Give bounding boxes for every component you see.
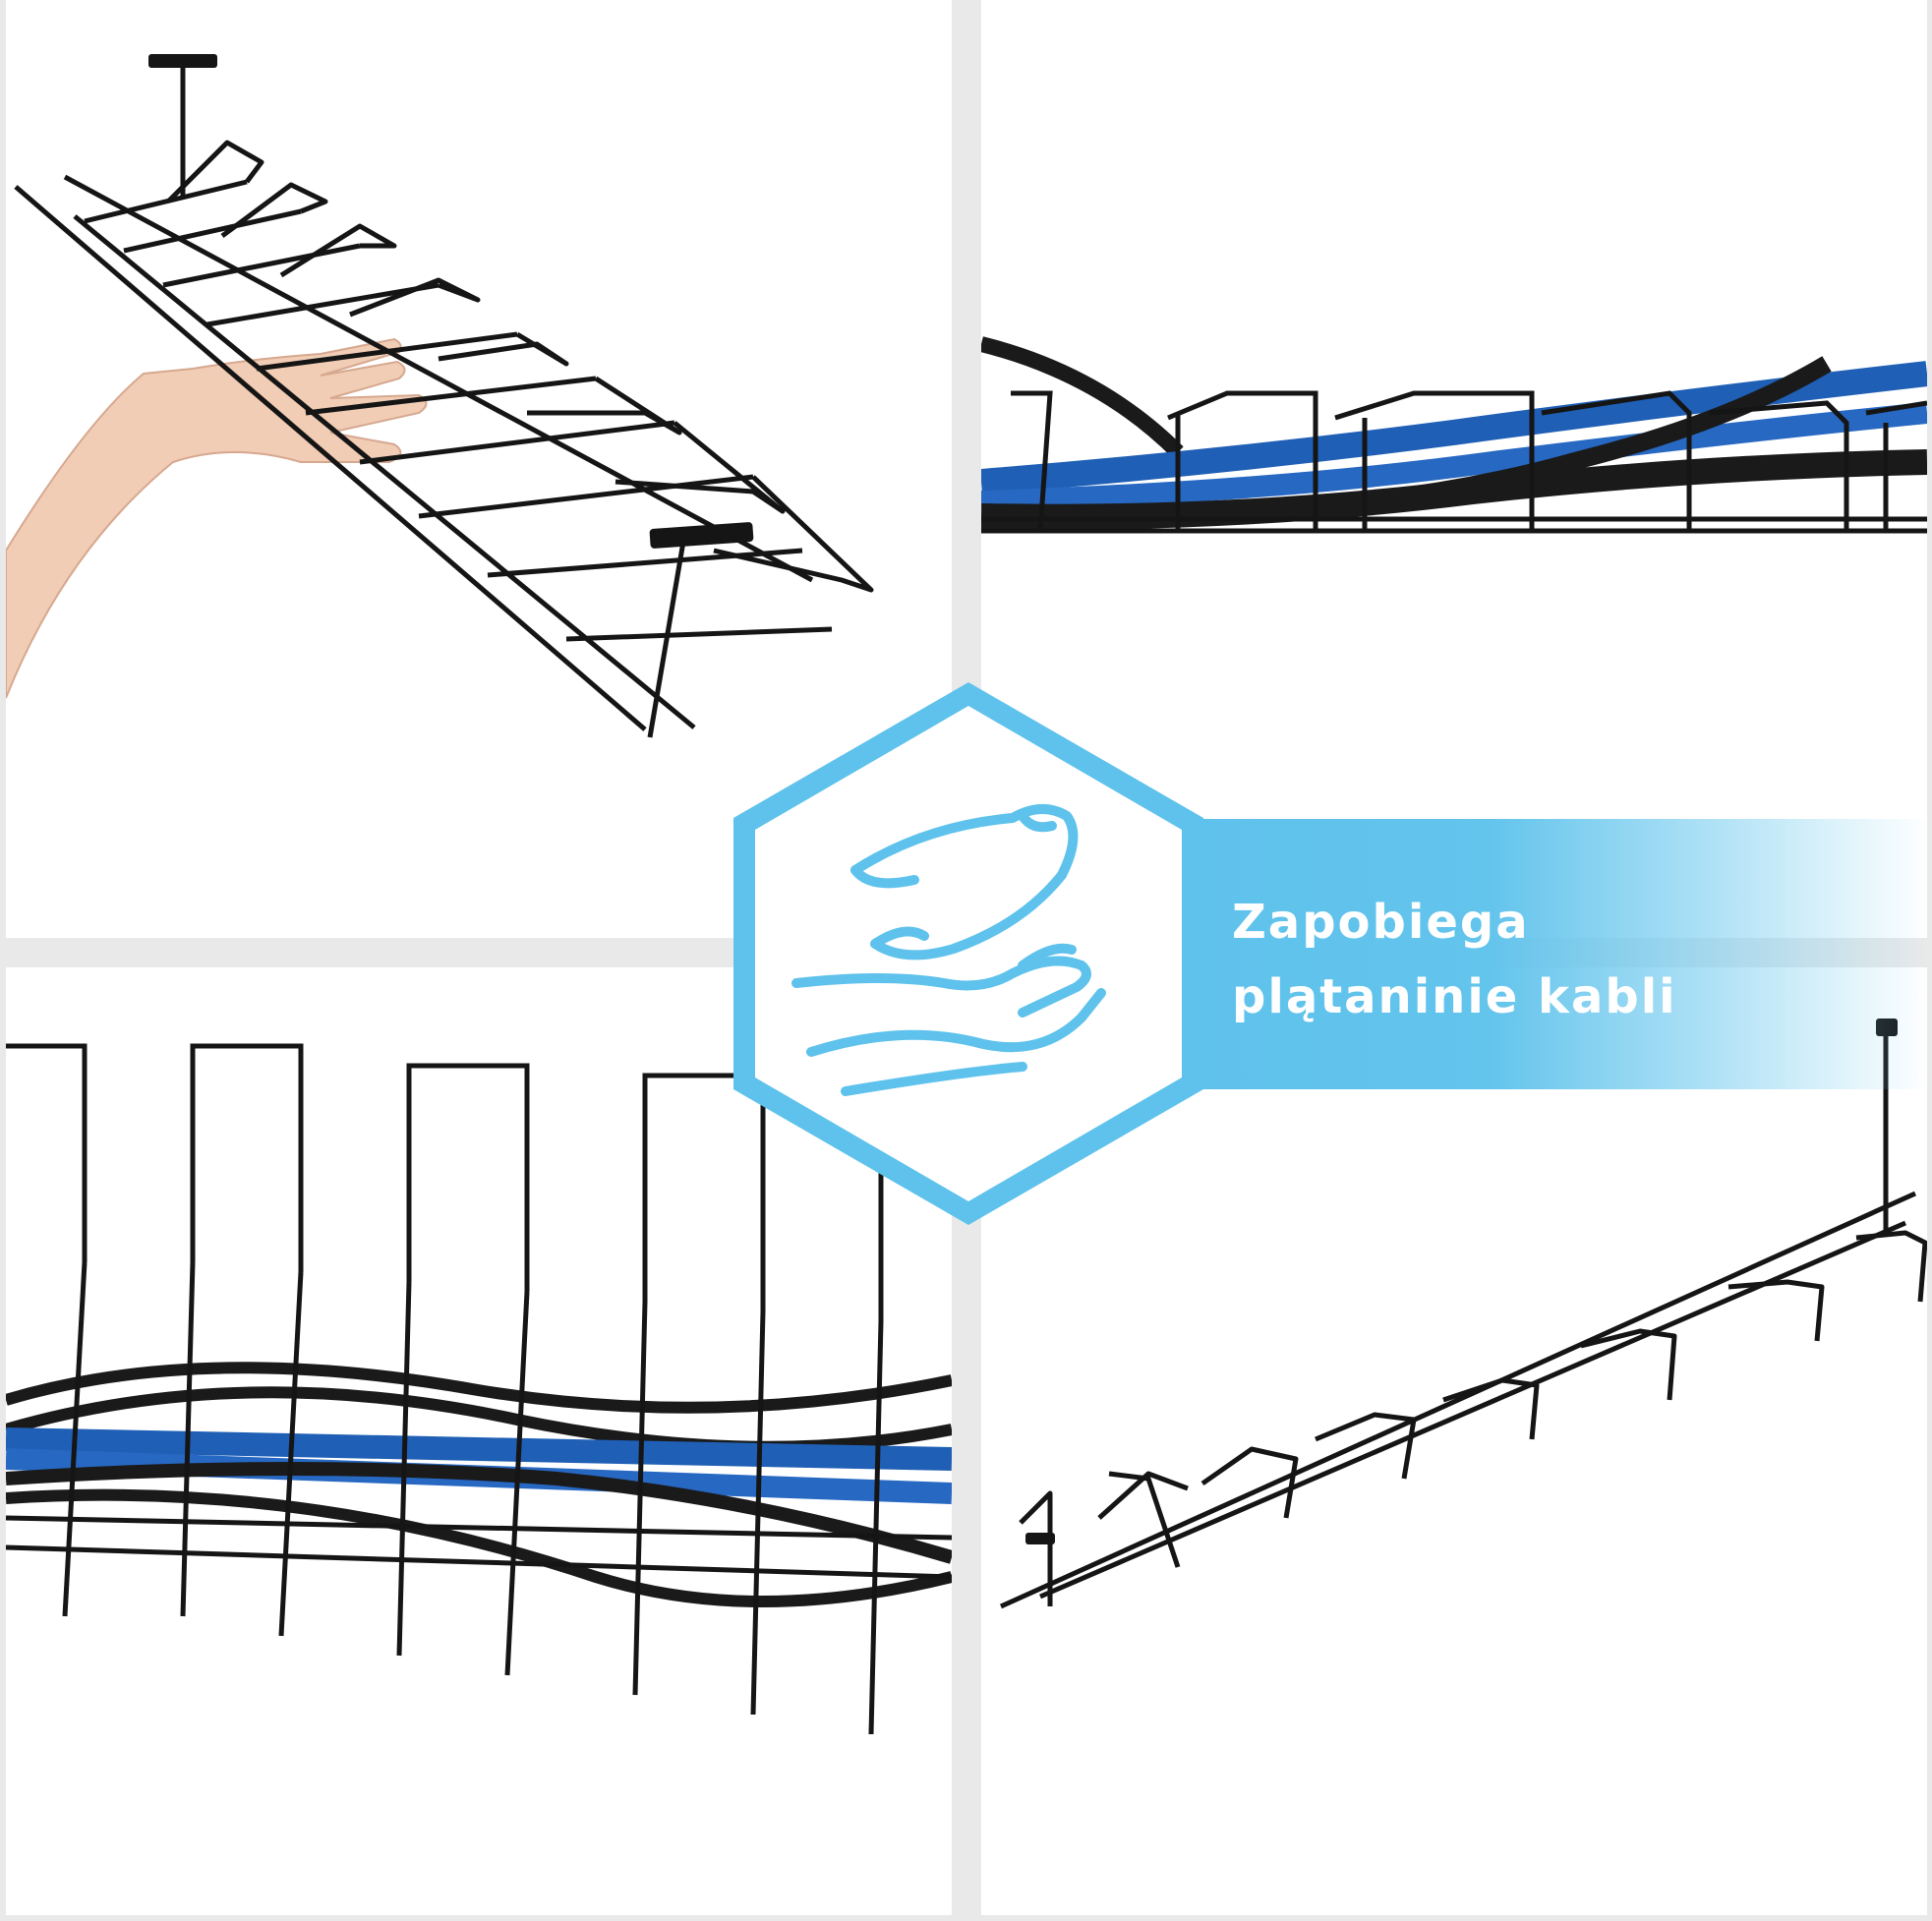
photo-tray-with-cables-side (981, 0, 1927, 938)
feature-badge-hexagon (733, 682, 1203, 1225)
photo-tray-with-blue-black-cables (6, 967, 952, 1915)
feature-line-1: Zapobiega (1232, 895, 1530, 950)
cables-in-tray-illustration (981, 336, 1927, 534)
feature-line-2: plątaninie kabli (1232, 969, 1677, 1024)
feather-over-hand-icon (791, 804, 1106, 1096)
cables-tray-closeup-illustration (6, 1043, 952, 1735)
feature-banner (1131, 819, 1929, 1089)
empty-tray-illustration (999, 1019, 1927, 1609)
tray-on-hand-illustration (6, 54, 874, 738)
feature-label: Zapobiega plątaninie kabli (1232, 885, 1920, 1034)
photo-tray-on-hand (6, 0, 952, 938)
